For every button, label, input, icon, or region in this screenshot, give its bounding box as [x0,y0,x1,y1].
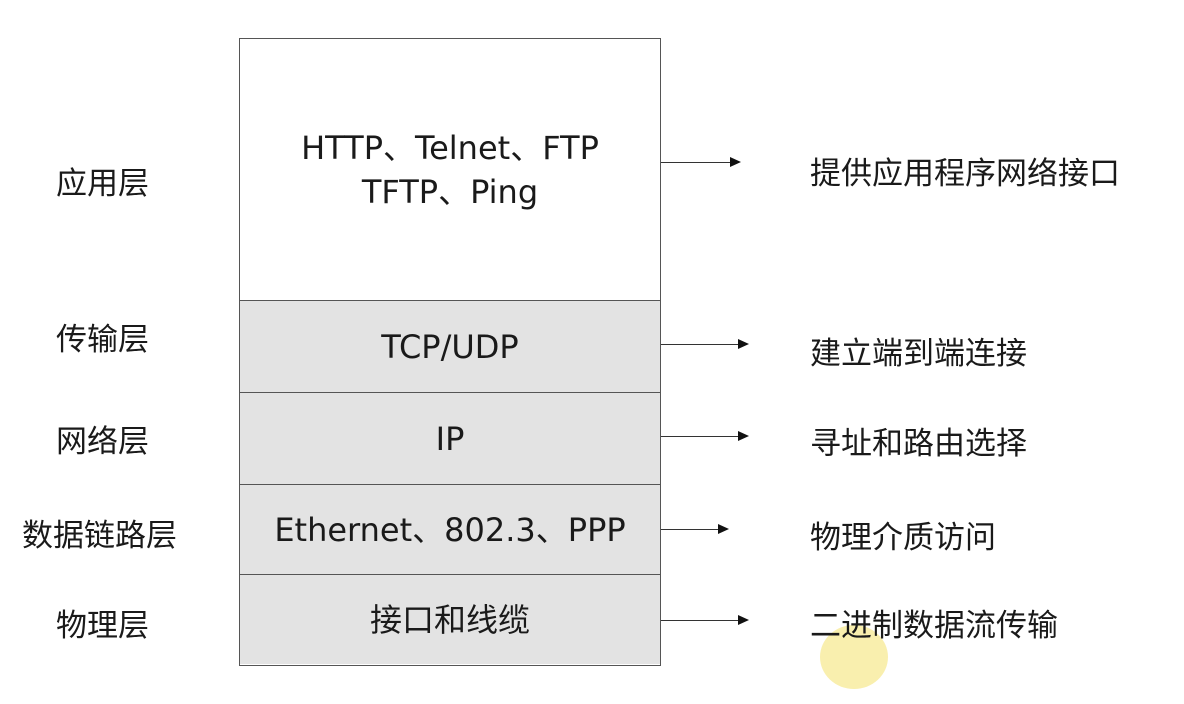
layer-separator [240,574,660,575]
arrow-transport [661,339,749,349]
physical-protocols: 接口和线缆 [369,600,530,639]
function-physical: 二进制数据流传输 [810,608,1058,644]
layer-separator [240,392,660,393]
datalink-layer-box: Ethernet、802.3、PPP [240,485,660,575]
cursor-highlight [820,625,888,689]
application-layer-box: HTTP、Telnet、FTP TFTP、Ping [240,39,660,301]
application-protocols-line1: HTTP、Telnet、FTP [301,129,599,167]
layer-separator [240,484,660,485]
layer-name-physical: 物理层 [56,608,149,644]
arrow-datalink [661,524,729,534]
layer-name-transport: 传输层 [56,322,149,358]
arrow-physical [661,615,749,625]
datalink-protocols: Ethernet、802.3、PPP [274,511,626,549]
layer-name-datalink: 数据链路层 [22,518,177,554]
layer-name-network: 网络层 [56,424,149,460]
protocol-stack: HTTP、Telnet、FTP TFTP、Ping TCP/UDP IP Eth… [239,38,661,666]
function-datalink: 物理介质访问 [810,520,996,556]
network-protocols: IP [435,420,465,458]
layer-separator [240,300,660,301]
arrow-network [661,431,749,441]
network-layer-box: IP [240,393,660,485]
function-network: 寻址和路由选择 [810,426,1027,462]
physical-layer-box: 接口和线缆 [240,575,660,664]
layer-name-application: 应用层 [56,166,149,202]
arrow-application [661,157,741,167]
function-transport: 建立端到端连接 [810,336,1027,372]
function-application: 提供应用程序网络接口 [810,156,1120,192]
transport-layer-box: TCP/UDP [240,301,660,393]
transport-protocols: TCP/UDP [381,328,519,366]
application-protocols-line2: TFTP、Ping [361,173,539,211]
